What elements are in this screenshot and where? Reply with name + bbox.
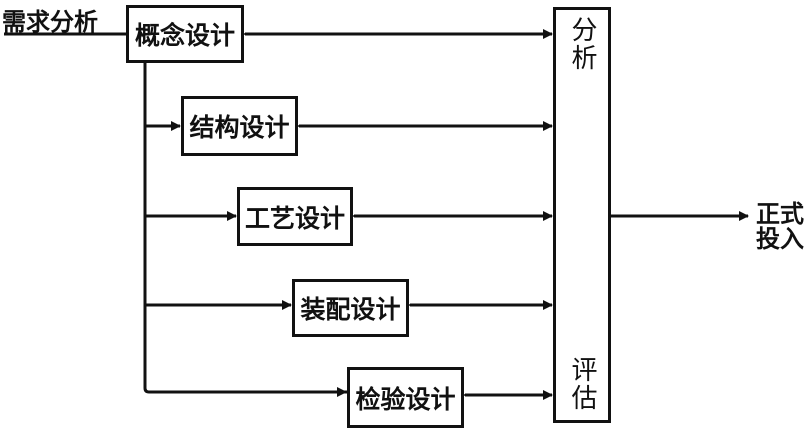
assembly-design-label: 装配设计 <box>300 295 401 324</box>
inspection-design-box: 检验设计 <box>347 367 464 428</box>
concept-design-label: 概念设计 <box>134 21 235 50</box>
structure-design-box: 结构设计 <box>181 96 298 156</box>
assembly-design-box: 装配设计 <box>292 279 409 337</box>
output-label-line2: 投入 <box>756 225 804 253</box>
evaluation-label: 评估 <box>567 356 597 412</box>
analysis-label: 分析 <box>567 16 597 72</box>
trunk-line <box>143 62 347 394</box>
output-label-line1: 正式 <box>756 200 804 228</box>
analysis-evaluation-box <box>553 7 611 423</box>
inspection-design-label: 检验设计 <box>355 384 456 414</box>
input-label: 需求分析 <box>2 8 98 36</box>
concept-design-box: 概念设计 <box>126 5 244 63</box>
process-design-box: 工艺设计 <box>237 187 353 246</box>
process-design-label: 工艺设计 <box>244 203 345 233</box>
structure-design-label: 结构设计 <box>189 113 290 142</box>
